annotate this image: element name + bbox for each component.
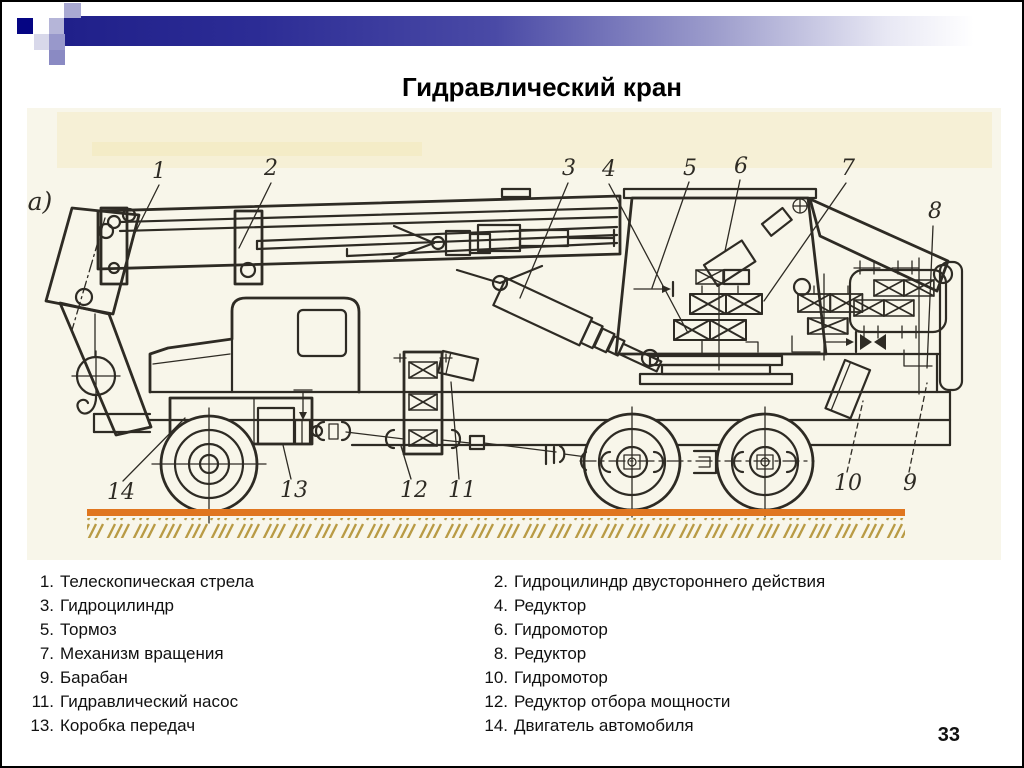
legend-item: 14. Двигатель автомобиля [474, 714, 825, 738]
legend-item: 7. Механизм вращения [24, 642, 254, 666]
callout-7: 7 [841, 156, 855, 181]
decor-square-dark [17, 18, 33, 34]
legend-number: 3. [39, 596, 54, 615]
legend-item: 6. Гидромотор [474, 618, 825, 642]
gearbox-unit [256, 389, 405, 446]
callout-2: 2 [263, 156, 278, 181]
decor-square [49, 18, 64, 34]
legend-item: 2. Гидроцилиндр двустороннего действия [474, 570, 825, 594]
legend-label: Гидроцилиндр двустороннего действия [514, 572, 826, 591]
legend-number: 14. [484, 716, 508, 735]
legend-item: 4. Редуктор [474, 594, 825, 618]
header-gradient-bar [64, 16, 1022, 46]
legend-number: 6. [493, 620, 508, 639]
legend-label: Барабан [60, 668, 128, 687]
legend-number: 8. [493, 644, 508, 663]
cab-window [296, 308, 348, 358]
callout-5: 5 [683, 156, 697, 181]
callout-4: 4 [601, 157, 616, 182]
scan-stain [57, 112, 992, 168]
legend-label: Двигатель автомобиля [514, 716, 694, 735]
legend-number: 1. [39, 572, 54, 591]
legend-label: Тормоз [60, 620, 117, 639]
rear-wheel-2 [715, 406, 815, 518]
legend-number: 4. [493, 596, 508, 615]
truck-cab [148, 296, 361, 394]
lift-cylinder [455, 264, 663, 373]
legend-label: Гидромотор [514, 668, 608, 687]
legend-label: Редуктор [514, 596, 587, 615]
callout-11: 11 [448, 478, 476, 503]
legend-item: 13. Коробка передач [24, 714, 254, 738]
legend-label: Гидромотор [514, 620, 608, 639]
boom-foot [99, 206, 129, 286]
legend-number: 12. [484, 692, 508, 711]
line-drawing [44, 179, 964, 538]
callout-12: 12 [400, 478, 428, 503]
rear-wheel-1 [582, 406, 682, 518]
callout-13: 13 [280, 478, 308, 503]
legend-number: 9. [39, 668, 54, 687]
legend-item: 10. Гидромотор [474, 666, 825, 690]
callout-9: 9 [903, 471, 917, 496]
hydraulic-pump [436, 349, 480, 382]
legend-item: 12. Редуктор отбора мощности [474, 690, 825, 714]
winch-unit [824, 257, 948, 420]
turret [614, 187, 964, 394]
legend-number: 5. [39, 620, 54, 639]
ground-hatching [87, 509, 905, 538]
leader-lines [122, 179, 934, 482]
legend-number: 13. [30, 716, 54, 735]
legend-label: Гидравлический насос [60, 692, 239, 711]
legend-label: Телескопическая стрела [60, 572, 254, 591]
legend-item: 8. Редуктор [474, 642, 825, 666]
callout-14: 14 [107, 480, 135, 505]
scan-stain [92, 142, 422, 156]
callouts: а) 1 2 3 4 5 6 7 8 9 10 11 12 13 14 [28, 154, 942, 505]
callout-6: 6 [734, 154, 748, 179]
crane-hook [76, 393, 98, 415]
legend-item: 1. Телескопическая стрела [24, 570, 254, 594]
callout-10: 10 [834, 471, 862, 496]
legend-column-left: 1.Телескопическая стрела 3.Гидроцилиндр … [24, 570, 254, 738]
legend-number: 10. [484, 668, 508, 687]
rear-axle [579, 449, 815, 475]
legend-column-right: 2. Гидроцилиндр двустороннего действия 4.… [474, 570, 825, 738]
callout-3: 3 [562, 156, 576, 181]
legend-number: 11. [31, 692, 54, 711]
legend-item: 3. Гидроцилиндр [24, 594, 254, 618]
decor-square [34, 34, 49, 50]
legend-label: Редуктор отбора мощности [514, 692, 731, 711]
legend-label: Гидроцилиндр [60, 596, 174, 615]
callout-8: 8 [928, 199, 942, 224]
legend-item: 9. Барабан [24, 666, 254, 690]
legend-item: 5. Тормоз [24, 618, 254, 642]
legend-label: Механизм вращения [60, 644, 224, 663]
legend-number: 7. [39, 644, 54, 663]
front-wheel [151, 407, 267, 524]
callout-1: 1 [152, 159, 166, 184]
legend-label: Редуктор [514, 644, 587, 663]
decor-square [49, 50, 65, 65]
legend-label: Коробка передач [60, 716, 196, 735]
boom-heel [808, 197, 950, 293]
decor-square [49, 34, 65, 50]
legend-number: 2. [493, 572, 508, 591]
slide-title: Гидравлический кран [402, 72, 682, 102]
boom-assembly [96, 187, 622, 286]
legend-item: 11. Гидравлический насос [24, 690, 254, 714]
view-label: а) [28, 187, 53, 216]
decor-square [64, 3, 81, 18]
page-number: 33 [937, 724, 960, 746]
folded-jib [44, 206, 153, 437]
